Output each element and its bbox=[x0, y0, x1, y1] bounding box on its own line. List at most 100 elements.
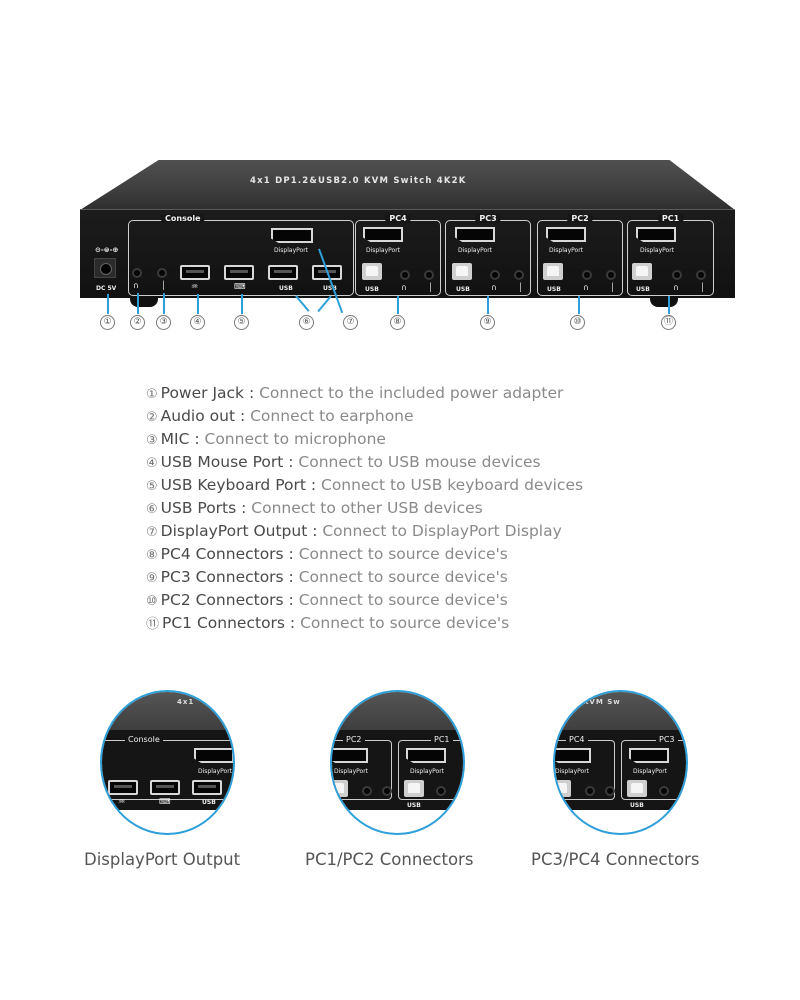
device-foot bbox=[130, 297, 158, 307]
legend-desc: Connect to microphone bbox=[199, 430, 386, 448]
usb-label: USB bbox=[365, 286, 379, 293]
console-mic-jack bbox=[157, 268, 167, 278]
callout-line bbox=[137, 293, 139, 314]
keyboard-icon: ⌨ bbox=[234, 282, 246, 291]
legend-number: ⑪ bbox=[146, 617, 160, 632]
legend-desc: Connect to earphone bbox=[245, 407, 414, 425]
pc3-usb-b-port bbox=[452, 263, 472, 280]
legend-desc: Connect to other USB devices bbox=[246, 499, 483, 517]
pc2-panel: PC2 bbox=[332, 735, 392, 800]
console-label: Console bbox=[161, 214, 205, 223]
legend-desc: Connect to USB keyboard devices bbox=[316, 476, 584, 494]
console-audio-jack bbox=[132, 268, 142, 278]
callout-line bbox=[397, 296, 399, 314]
pc1-mic-jack bbox=[696, 270, 706, 280]
usb-label: USB bbox=[407, 802, 421, 809]
device-title-fragment: 4x1 bbox=[177, 698, 195, 706]
legend-desc: Connect to USB mouse devices bbox=[293, 453, 541, 471]
pc1-panel: PC1 bbox=[627, 214, 714, 296]
pc4-label: PC4 bbox=[566, 735, 588, 744]
callout-4: ④ bbox=[190, 315, 205, 330]
usb-label: USB bbox=[202, 799, 216, 806]
legend-number: ② bbox=[146, 410, 158, 425]
pc2-audio-jack bbox=[582, 270, 592, 280]
usb-label: USB bbox=[547, 286, 561, 293]
callout-line bbox=[668, 296, 670, 314]
displayport-label: DisplayPort bbox=[555, 768, 590, 775]
legend-name: PC3 Connectors : bbox=[160, 568, 294, 586]
pc1-audio-jack bbox=[672, 270, 682, 280]
legend-number: ④ bbox=[146, 456, 158, 471]
device-front-panel bbox=[80, 209, 735, 298]
usb-port-1 bbox=[268, 265, 298, 280]
mic-icon: │ bbox=[161, 281, 166, 290]
displayport-label: DisplayPort bbox=[198, 768, 233, 775]
callout-11: ⑪ bbox=[661, 315, 676, 330]
legend-number: ⑥ bbox=[146, 502, 158, 517]
pc3-displayport bbox=[629, 748, 669, 763]
device-title-fragment: KVM Sw bbox=[583, 698, 621, 706]
legend-name: MIC : bbox=[160, 430, 200, 448]
pc1-label: PC1 bbox=[657, 214, 684, 223]
callout-5: ⑤ bbox=[234, 315, 249, 330]
pc1-usb-b-port bbox=[404, 780, 424, 797]
mic-icon: │ bbox=[428, 283, 433, 292]
headphone-icon: ∩ bbox=[133, 281, 139, 290]
pc3-usb-b-port bbox=[627, 780, 647, 797]
legend-desc: Connect to DisplayPort Display bbox=[317, 522, 562, 540]
usb-label: USB bbox=[279, 285, 293, 292]
legend-name: Audio out : bbox=[160, 407, 246, 425]
headphone-icon: ∩ bbox=[491, 283, 497, 292]
caption-displayport-output: DisplayPort Output bbox=[84, 850, 241, 869]
legend-name: PC4 Connectors : bbox=[160, 545, 294, 563]
callout-line bbox=[107, 294, 109, 314]
callout-line bbox=[578, 296, 580, 314]
pc2-displayport bbox=[546, 227, 586, 242]
mouse-icon: ♒ bbox=[191, 282, 199, 291]
usb-port bbox=[192, 780, 222, 795]
kvm-device-illustration: 4x1 DP1.2&USB2.0 KVM Switch 4K2K ⊝-⊜-⊕ D… bbox=[0, 0, 800, 345]
pc4-panel: PC4 bbox=[355, 214, 441, 296]
mic-icon: │ bbox=[700, 283, 705, 292]
detail-circle-pc1-pc2: PC2 PC1 DisplayPort DisplayPort USB bbox=[330, 690, 465, 835]
callout-9: ⑨ bbox=[480, 315, 495, 330]
pc2-usb-b-port bbox=[332, 780, 348, 797]
device-foot bbox=[650, 297, 678, 307]
usb-mouse-port bbox=[108, 780, 138, 795]
device-title: 4x1 DP1.2&USB2.0 KVM Switch 4K2K bbox=[250, 176, 467, 186]
pc4-usb-b-port bbox=[555, 780, 571, 797]
headphone-icon: ∩ bbox=[583, 283, 589, 292]
pc1-usb-b-port bbox=[632, 263, 652, 280]
power-jack bbox=[94, 258, 116, 278]
usb-label: USB bbox=[456, 286, 470, 293]
callout-line bbox=[241, 294, 243, 314]
headphone-icon: ∩ bbox=[673, 283, 679, 292]
legend-number: ⑨ bbox=[146, 571, 158, 586]
pc2-label: PC2 bbox=[567, 214, 593, 223]
pc3-label: PC3 bbox=[656, 735, 678, 744]
pc4-mic-jack bbox=[605, 786, 615, 796]
legend-number: ⑦ bbox=[146, 525, 158, 540]
device-front-panel bbox=[102, 730, 233, 810]
legend-number: ⑩ bbox=[146, 594, 158, 609]
legend-number: ① bbox=[146, 387, 158, 402]
legend-number: ⑧ bbox=[146, 548, 158, 563]
usb-keyboard-port bbox=[150, 780, 180, 795]
detail-circle-pc3-pc4: KVM Sw PC4 PC3 DisplayPort DisplayPort U… bbox=[553, 690, 688, 835]
callout-1: ① bbox=[100, 315, 115, 330]
device-top-surface bbox=[80, 160, 735, 210]
callout-7: ⑦ bbox=[343, 315, 358, 330]
usb-mouse-port bbox=[180, 265, 210, 280]
pc4-displayport bbox=[555, 748, 591, 763]
callout-line bbox=[197, 294, 199, 314]
displayport-label: DisplayPort bbox=[410, 768, 445, 775]
legend-desc: Connect to source device's bbox=[293, 545, 508, 563]
pc3-audio-jack bbox=[659, 786, 669, 796]
power-polarity-icon: ⊝-⊜-⊕ bbox=[95, 246, 119, 254]
